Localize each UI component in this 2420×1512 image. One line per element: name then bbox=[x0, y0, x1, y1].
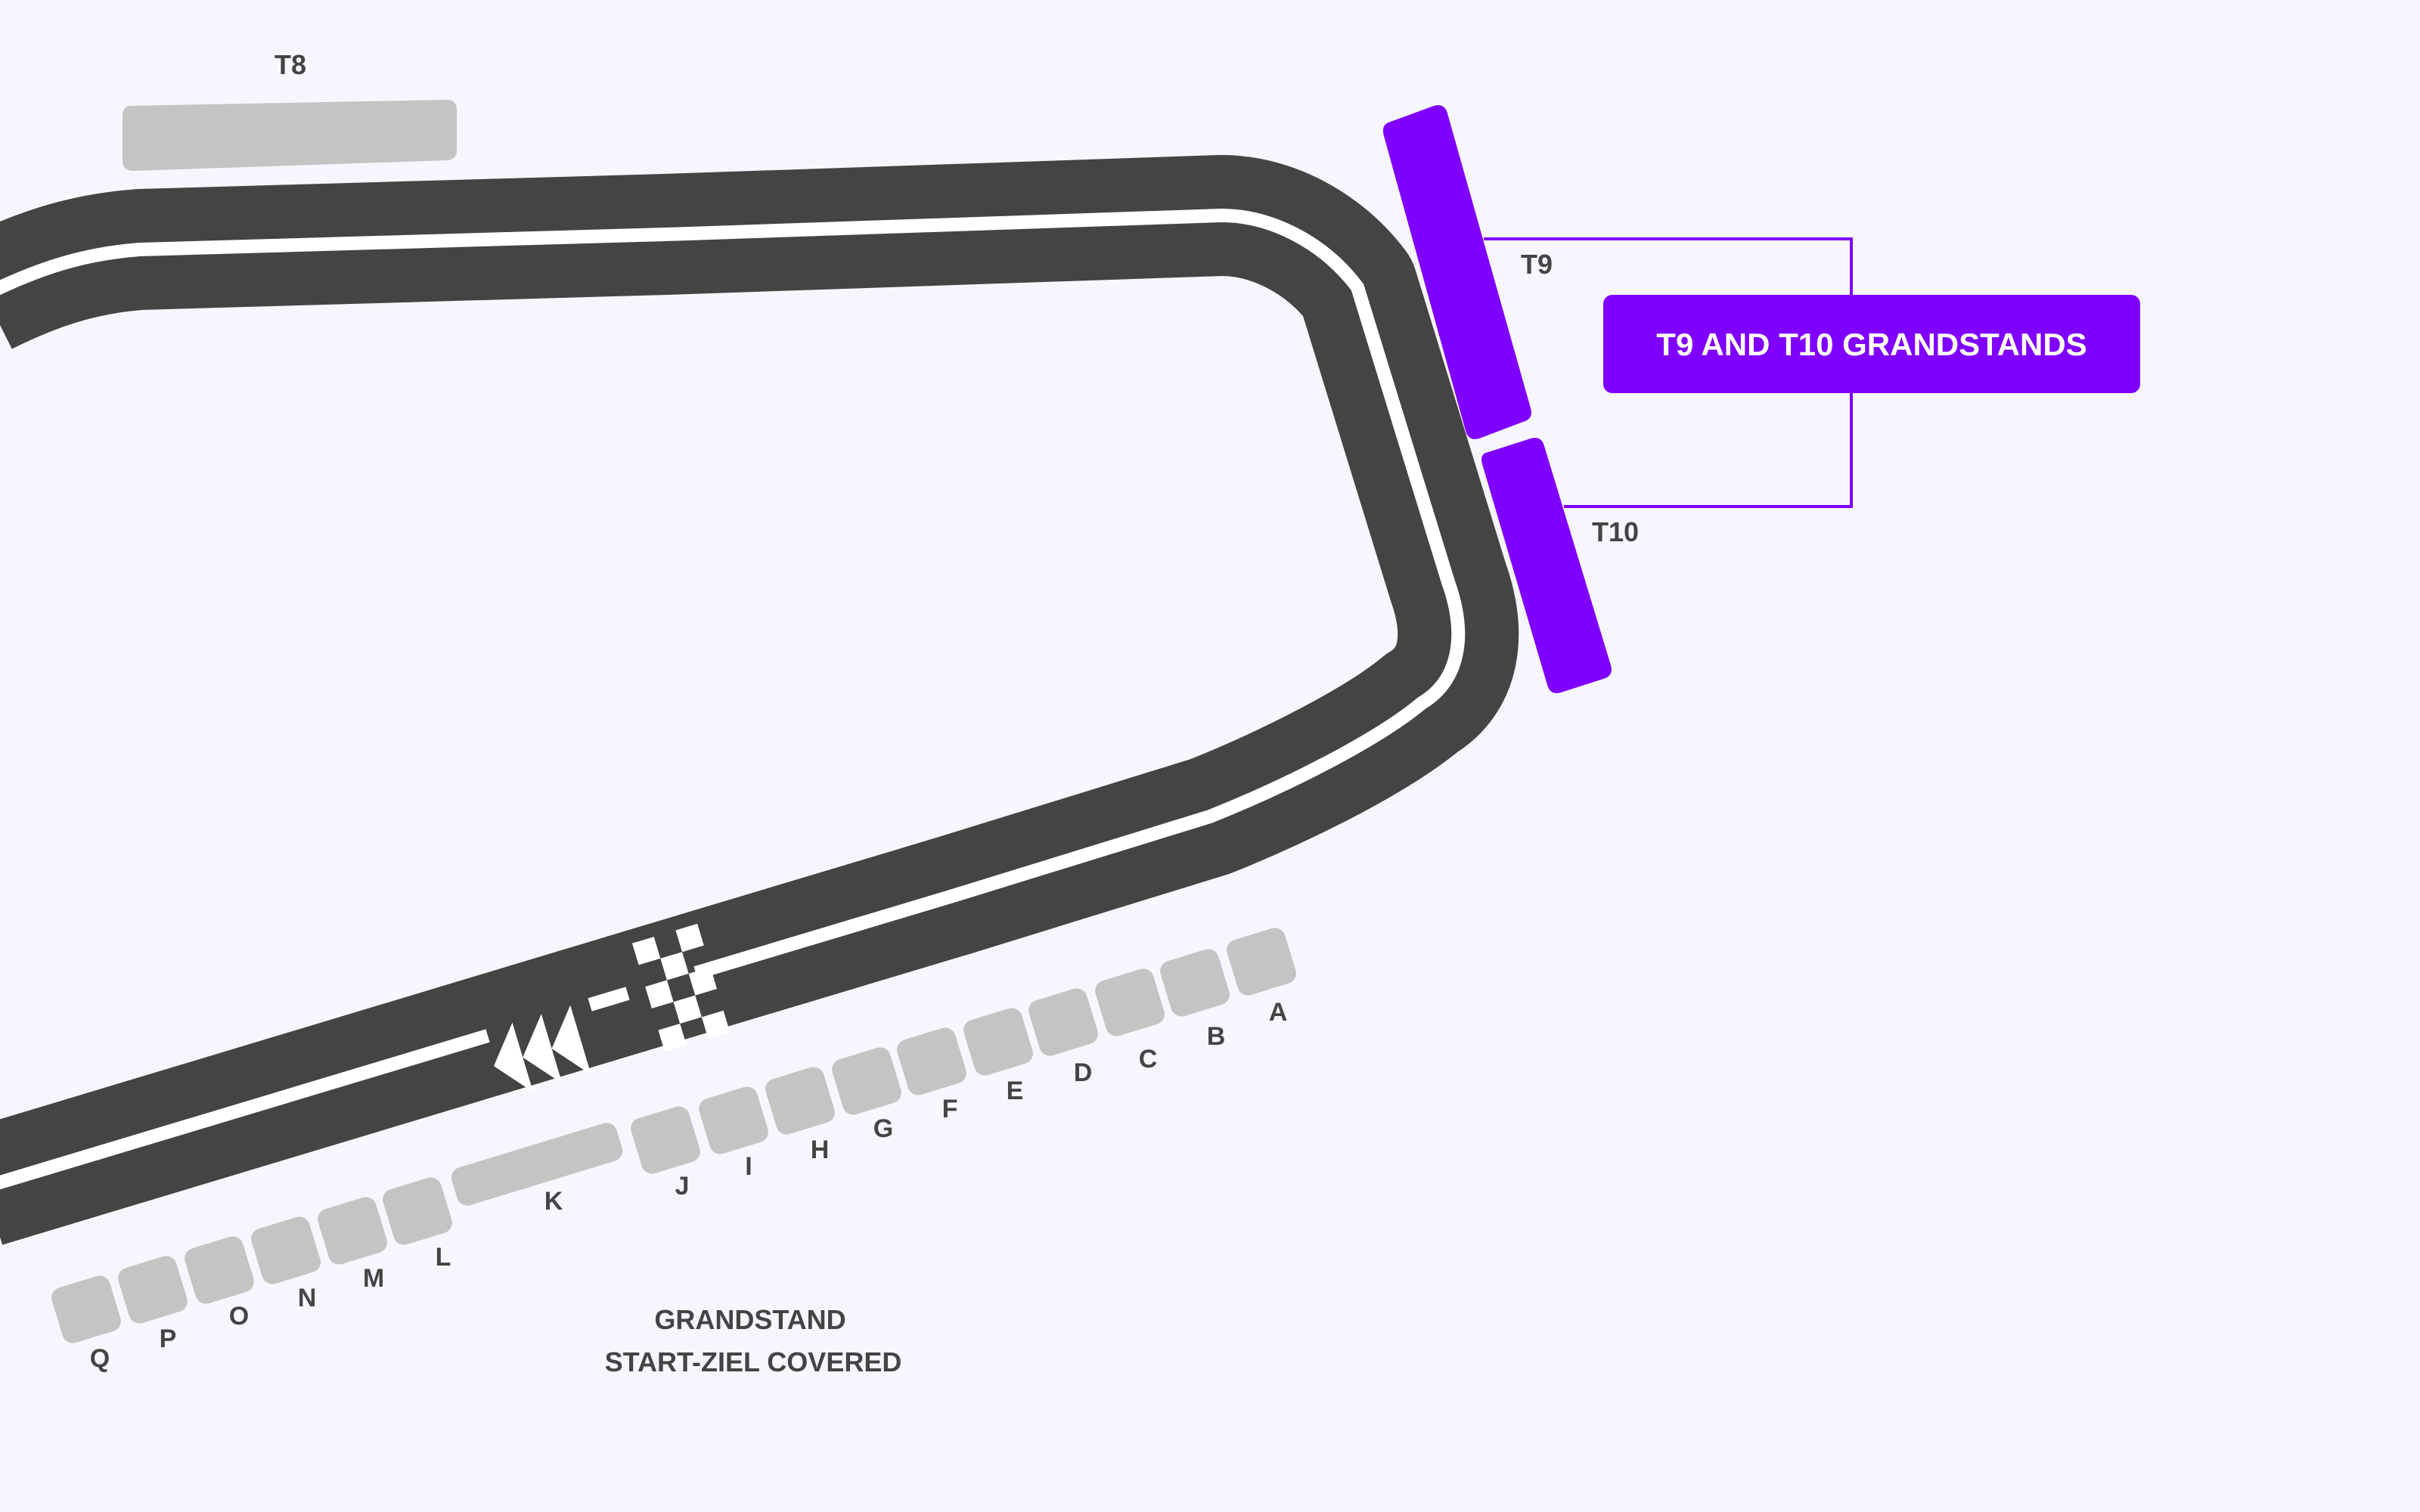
track-center-line-west bbox=[0, 1029, 490, 1190]
grandstand-block-b[interactable] bbox=[1158, 947, 1233, 1019]
grandstand-block-l[interactable] bbox=[380, 1175, 455, 1247]
grandstand-label-i: I bbox=[745, 1152, 752, 1181]
track-center-line-start-segment bbox=[588, 987, 630, 1012]
grandstand-block-k[interactable] bbox=[448, 1120, 625, 1208]
grandstand-label-j: J bbox=[675, 1172, 690, 1201]
t9-t10-callout-connector bbox=[1484, 237, 1853, 508]
grandstand-block-a[interactable] bbox=[1224, 925, 1299, 998]
grandstand-label-c: C bbox=[1139, 1045, 1158, 1074]
stand-t8[interactable]: T8 bbox=[123, 49, 457, 171]
grandstand-label-d: D bbox=[1074, 1058, 1093, 1087]
grandstand-label-o: O bbox=[229, 1302, 249, 1331]
grandstand-block-q[interactable] bbox=[49, 1273, 124, 1346]
t9-t10-grandstands-callout[interactable]: T9 AND T10 GRANDSTANDS bbox=[1603, 295, 2140, 393]
grandstand-block-m[interactable] bbox=[315, 1194, 390, 1267]
grandstand-block-p[interactable] bbox=[116, 1253, 191, 1326]
grandstand-label-e: E bbox=[1007, 1077, 1024, 1105]
grandstand-block-c[interactable] bbox=[1093, 966, 1168, 1039]
grandstand-title-line1: GRANDSTAND bbox=[654, 1304, 845, 1335]
grandstand-block-n[interactable] bbox=[249, 1214, 324, 1287]
grandstand-label-n: N bbox=[298, 1284, 317, 1312]
grandstand-label-b: B bbox=[1207, 1022, 1226, 1051]
grandstand-label-l: L bbox=[436, 1243, 451, 1272]
stand-t9-block[interactable] bbox=[1382, 105, 1531, 439]
main-grandstand: A B C D E F G H I bbox=[49, 925, 1299, 1373]
stand-t9[interactable]: T9 bbox=[1382, 105, 1553, 439]
grandstand-block-f[interactable] bbox=[895, 1025, 970, 1098]
stand-t10[interactable]: T10 bbox=[1481, 438, 1639, 693]
main-grandstand-title: GRANDSTAND START-ZIEL COVERED bbox=[605, 1304, 902, 1377]
grandstand-label-m: M bbox=[363, 1264, 384, 1293]
stand-t8-block[interactable] bbox=[123, 100, 457, 171]
direction-arrows-icon bbox=[493, 1005, 591, 1092]
track-center-line bbox=[0, 209, 1466, 980]
grandstand-block-j[interactable] bbox=[628, 1104, 703, 1176]
grandstand-block-h[interactable] bbox=[763, 1064, 838, 1137]
grandstand-block-i[interactable] bbox=[697, 1084, 771, 1157]
race-track bbox=[0, 155, 1519, 1245]
stand-t8-label: T8 bbox=[275, 49, 306, 80]
checkered-flag-icon bbox=[631, 923, 731, 1052]
callout-box[interactable] bbox=[1603, 295, 2140, 393]
grandstand-label-p: P bbox=[160, 1325, 177, 1353]
grandstand-label-g: G bbox=[873, 1114, 893, 1143]
start-finish-line bbox=[631, 923, 731, 1052]
stand-t9-label: T9 bbox=[1521, 249, 1553, 280]
grandstand-block-d[interactable] bbox=[1026, 986, 1101, 1058]
grandstand-block-e[interactable] bbox=[961, 1005, 1036, 1078]
stand-t10-block[interactable] bbox=[1481, 438, 1612, 693]
grandstand-block-g[interactable] bbox=[830, 1045, 904, 1117]
grandstand-label-k: K bbox=[544, 1187, 563, 1216]
grandstand-label-h: H bbox=[811, 1136, 830, 1164]
track-surface bbox=[0, 155, 1519, 1245]
grandstand-title-line2: START-ZIEL COVERED bbox=[605, 1346, 902, 1377]
stand-t10-label: T10 bbox=[1592, 516, 1639, 547]
grandstand-block-o[interactable] bbox=[182, 1234, 257, 1306]
grandstand-label-f: F bbox=[942, 1095, 958, 1123]
grandstand-label-a: A bbox=[1269, 998, 1288, 1027]
callout-label: T9 AND T10 GRANDSTANDS bbox=[1656, 327, 2086, 362]
grandstand-label-q: Q bbox=[90, 1344, 110, 1373]
